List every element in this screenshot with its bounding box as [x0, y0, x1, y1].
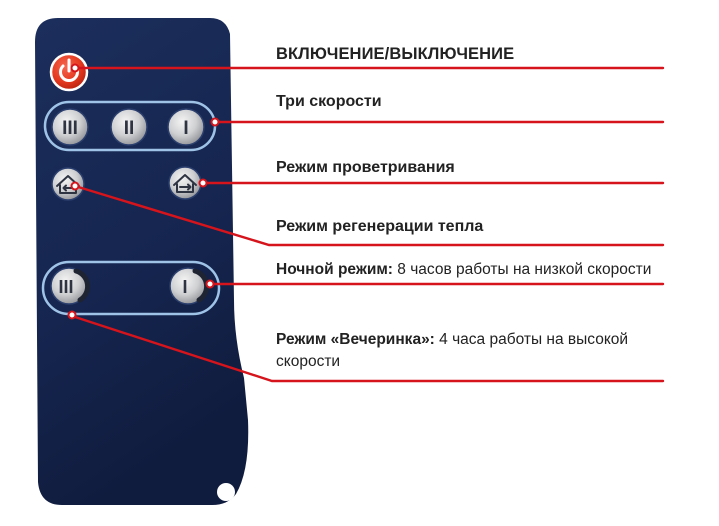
speed-button-3-label: III — [62, 118, 78, 139]
timer-arc-icon — [73, 268, 91, 303]
party-mode-button[interactable]: III — [50, 267, 91, 305]
leader-dots — [67, 63, 220, 320]
label-party-mode: Режим «Вечеринка»: 4 часа работы на высо… — [276, 329, 656, 373]
leader-line-regen — [73, 184, 665, 247]
label-party-mode-title: Режим «Вечеринка»: — [276, 331, 435, 348]
regeneration-button[interactable] — [51, 167, 85, 201]
ventilation-button[interactable] — [168, 166, 202, 200]
party-mode-button-label: III — [58, 277, 73, 297]
label-night-mode-desc: 8 часов работы на низкой скорости — [397, 261, 652, 278]
speed-button-1-label: I — [183, 118, 188, 139]
speed-button-2[interactable]: II — [110, 108, 148, 146]
night-group-outline — [41, 260, 221, 316]
label-three-speeds: Три скорости — [276, 93, 382, 110]
night-mode-button[interactable]: I — [169, 267, 210, 305]
speed-button-3[interactable]: III — [51, 108, 89, 146]
label-night-mode-title: Ночной режим: — [276, 261, 393, 278]
label-night-mode: Ночной режим: 8 часов работы на низкой с… — [276, 259, 676, 281]
speed-button-2-label: II — [124, 118, 135, 139]
speed-button-1[interactable]: I — [167, 108, 205, 146]
leader-lines — [70, 66, 665, 383]
leader-line-party — [70, 314, 665, 383]
label-party-mode-desc: 4 часа работы на высокой скорости — [276, 331, 629, 370]
label-heat-regeneration-mode: Режим регенерации тепла — [276, 218, 484, 235]
label-ventilation-mode: Режим проветривания — [276, 159, 455, 176]
label-power: ВКЛЮЧЕНИЕ/ВЫКЛЮЧЕНИЕ — [276, 45, 515, 63]
power-button[interactable] — [49, 52, 89, 92]
house-vent-icon — [173, 174, 197, 193]
remote-hole — [217, 483, 235, 501]
night-mode-button-label: I — [182, 277, 187, 297]
